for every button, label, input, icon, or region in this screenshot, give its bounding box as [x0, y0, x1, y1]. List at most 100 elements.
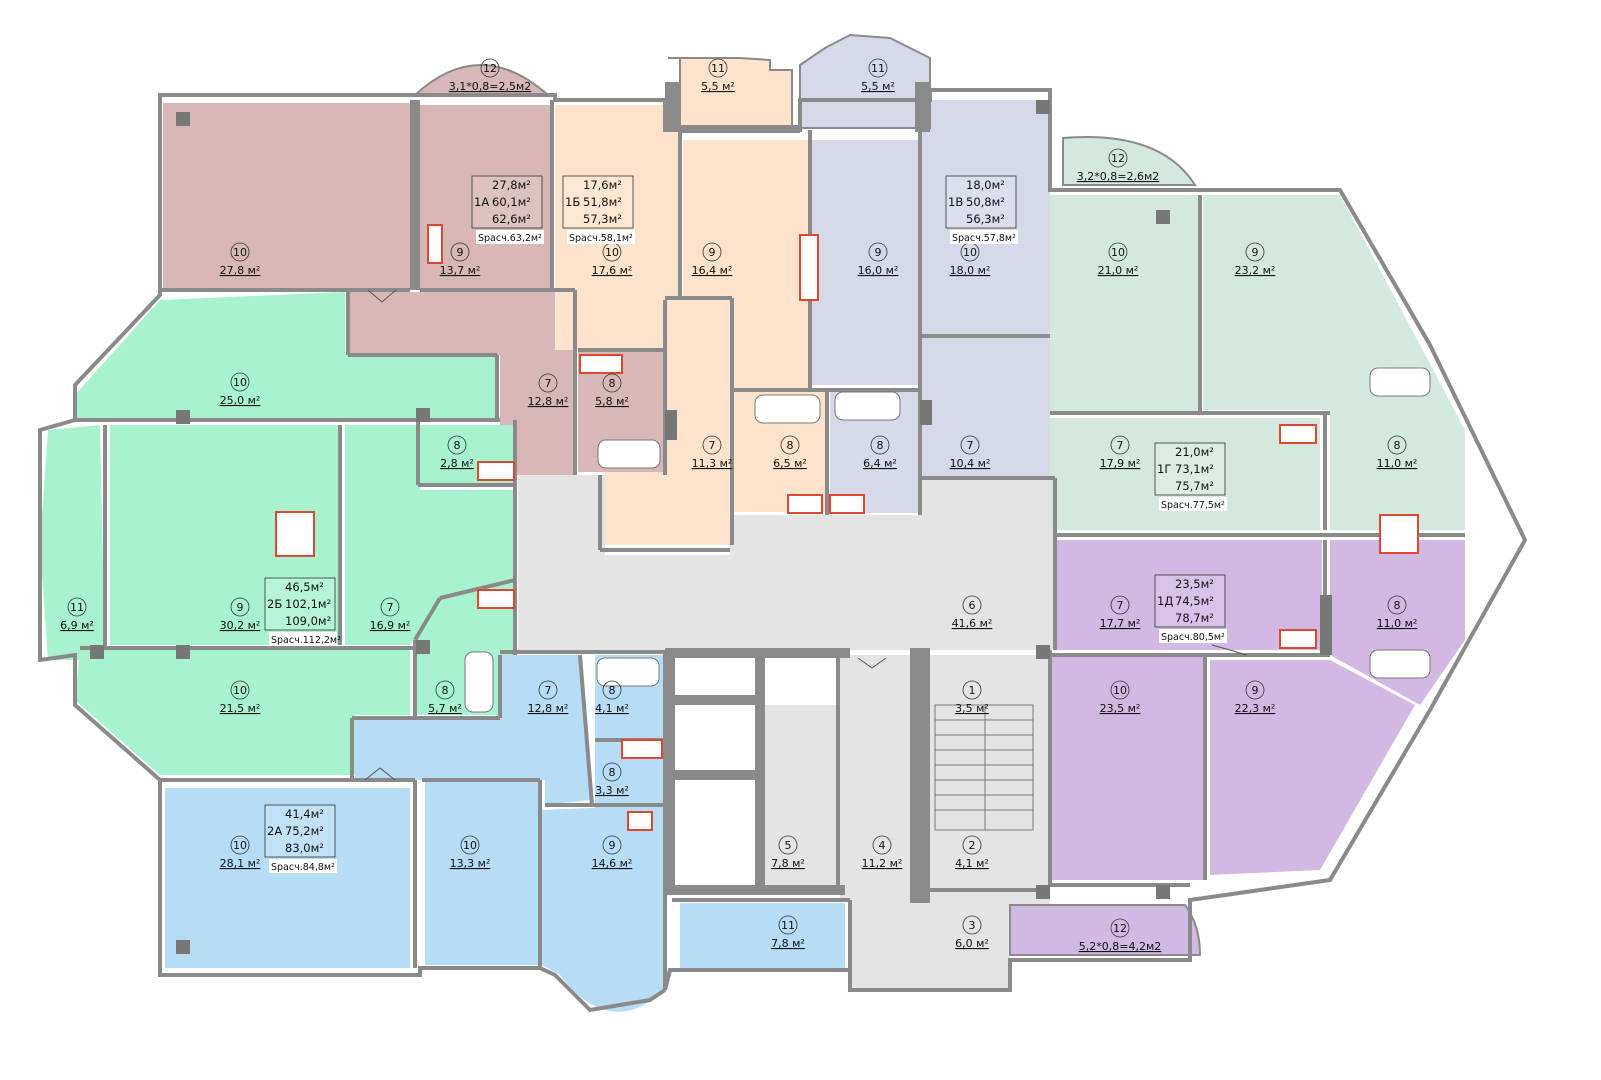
room-number: 1	[969, 684, 976, 697]
room-number-circle	[1110, 435, 1130, 455]
room-number: 8	[609, 766, 616, 779]
room-number: 10	[1111, 246, 1125, 259]
room-1D-10	[1050, 655, 1205, 880]
room-label-b2-8b: 85,7 м²	[428, 680, 462, 715]
column	[1036, 885, 1050, 899]
room-2B-7	[345, 425, 515, 645]
room-label-a1-9: 913,7 м²	[440, 242, 480, 277]
lift-hall-5	[765, 705, 840, 890]
room-number: 10	[963, 246, 977, 259]
room-number-circle	[1245, 680, 1265, 700]
room-number-circle	[602, 680, 622, 700]
room-label-b1-8: 85,8 м²	[595, 373, 629, 408]
room-number: 7	[709, 439, 716, 452]
column	[1156, 885, 1170, 899]
summary-box	[264, 577, 336, 631]
room-area: 16,0 м²	[858, 264, 899, 277]
room-number-circle	[538, 680, 558, 700]
summary-box	[471, 175, 543, 229]
column	[1156, 210, 1170, 224]
total-area: 51,8м²	[583, 195, 622, 209]
room-area: 5,7 м²	[428, 702, 462, 715]
total-area: 50,8м²	[966, 195, 1005, 209]
room-area: 5,5 м²	[861, 80, 895, 93]
room-number: 8	[609, 684, 616, 697]
room-label-b2-11: 116,9 м²	[60, 597, 94, 632]
room-label-g1-12: 123,2*0,8=2,6м2	[1077, 148, 1160, 183]
column	[176, 645, 190, 659]
room-number-circle	[460, 835, 480, 855]
total-area: 73,1м²	[1175, 462, 1214, 476]
calc-area: Sрасч.84,8м²	[271, 862, 335, 873]
room-number-circle	[230, 242, 250, 262]
bathtub	[597, 439, 661, 469]
room-number: 5	[785, 839, 792, 852]
apartment-2A	[165, 655, 845, 1012]
balcony-1G-12	[1062, 136, 1197, 186]
balcony-1A-12	[412, 64, 551, 96]
room-area: 4,1 м²	[595, 702, 629, 715]
room-number: 11	[711, 62, 725, 75]
summary-box	[945, 175, 1017, 229]
room-number: 7	[1117, 599, 1124, 612]
room-area: 17,6 м²	[592, 264, 633, 277]
room-area: 11,3 м²	[692, 457, 733, 470]
scalc-box	[1159, 497, 1227, 511]
room-area: 17,9 м²	[1100, 457, 1141, 470]
room-1G-10	[1050, 195, 1200, 415]
room-label-c-5: 57,8 м²	[771, 835, 805, 870]
balcony-2B-11	[40, 425, 105, 660]
room-label-b2-8: 82,8 м²	[440, 435, 474, 470]
room-number: 8	[454, 439, 461, 452]
apartment-label: 1А	[474, 195, 489, 209]
room-2A-7	[355, 655, 590, 805]
vent-shaft	[275, 511, 315, 557]
room-number-circle	[702, 435, 722, 455]
room-number: 8	[877, 439, 884, 452]
calc-area: Sрасч.63,2м²	[478, 233, 542, 244]
apartment-2B	[40, 292, 515, 775]
room-area: 3,1*0,8=2,5м2	[449, 80, 532, 93]
column	[665, 410, 677, 440]
bathtub	[834, 391, 901, 421]
calc-area: Sрасч.77,5м²	[1161, 500, 1225, 511]
scalc-box	[1159, 629, 1227, 643]
stair-hall	[930, 655, 1050, 915]
living-area: 23,5м²	[1175, 577, 1214, 591]
room-number: 9	[457, 246, 464, 259]
room-label-c-6: 641,6 м²	[952, 595, 992, 630]
room-label-g1-9: 923,2 м²	[1235, 242, 1275, 277]
room-label-v1-11: 115,5 м²	[861, 58, 895, 93]
room-label-d1-9: 922,3 м²	[1235, 680, 1275, 715]
room-number-circle	[230, 835, 250, 855]
outer-wall	[663, 100, 1528, 992]
stair-flight	[934, 704, 1034, 831]
vent-shaft	[799, 234, 819, 301]
balcony-2A-11	[680, 903, 845, 968]
column	[176, 410, 190, 424]
room-area: 17,7 м²	[1100, 617, 1141, 630]
room-number: 10	[605, 246, 619, 259]
room-area: 10,4 м²	[950, 457, 991, 470]
scalc-box	[269, 632, 337, 646]
room-number-circle	[1245, 242, 1265, 262]
room-2B-10	[75, 292, 495, 420]
balcony-1B-11	[668, 57, 793, 129]
living-area: 27,8м²	[492, 178, 531, 192]
room-area: 3,2*0,8=2,6м2	[1077, 170, 1160, 183]
common-areas	[518, 475, 1055, 990]
column	[90, 645, 104, 659]
full-area: 78,7м²	[1175, 611, 1214, 625]
column	[1320, 595, 1332, 655]
living-area: 46,5м²	[285, 580, 324, 594]
summary-box	[264, 804, 336, 858]
room-area: 25,0 м²	[220, 394, 261, 407]
room-area: 21,5 м²	[220, 702, 261, 715]
total-area: 60,1м²	[492, 195, 531, 209]
